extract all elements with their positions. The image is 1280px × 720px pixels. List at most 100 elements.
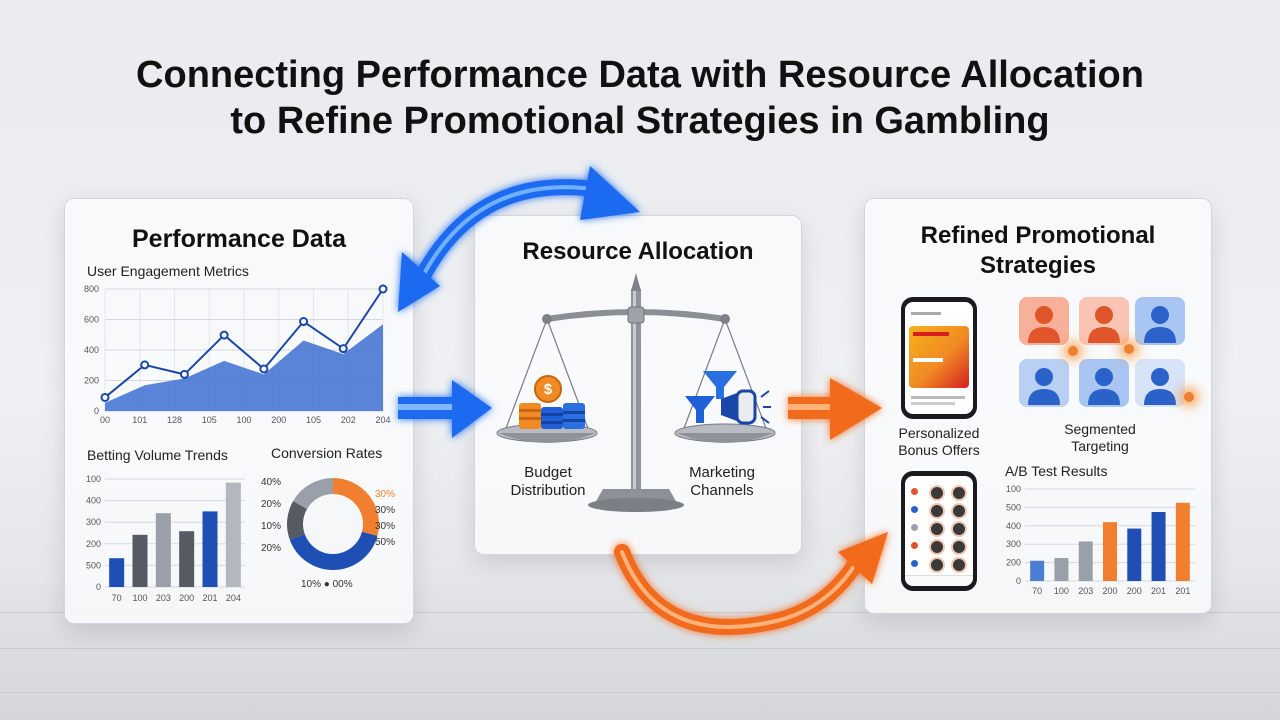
app-avatar-icon (951, 485, 967, 501)
user-body (1144, 327, 1176, 343)
betting-label: Betting Volume Trends (87, 447, 228, 463)
y-tick-label: 0 (94, 406, 99, 416)
conversion-label-right: 30% (375, 505, 396, 516)
user-icon (1144, 368, 1176, 405)
x-tick-label: 203 (156, 593, 171, 603)
refined-heading: Refined Promotional Strategies (920, 222, 1156, 279)
top-curved-arrow (398, 166, 640, 312)
scale-tip (631, 273, 641, 291)
x-tick-label: 105 (202, 415, 217, 425)
svg-text:$: $ (544, 381, 553, 398)
ab-bar (1078, 541, 1093, 581)
user-icon (1088, 306, 1120, 343)
conversion-label-right: 30% (375, 489, 396, 500)
ab-bar (1151, 512, 1166, 581)
user-icon (1144, 306, 1176, 343)
engagement-point (179, 369, 189, 379)
user-icon (1088, 368, 1120, 405)
conversion-donut-chart (287, 478, 379, 570)
user-head (1035, 368, 1053, 386)
app-avatar-icon (929, 503, 945, 519)
title-line-1: Connecting Performance Data with Resourc… (136, 54, 1144, 96)
balance-scale: $ (496, 273, 776, 512)
conversion-bottom-label: 10% ● 00% (301, 579, 353, 590)
betting-bar (132, 534, 148, 587)
engagement-point (378, 284, 388, 294)
betting-bar (155, 513, 171, 587)
app-avatar-icon (951, 503, 967, 519)
x-tick-label: 204 (375, 415, 390, 425)
betting-bar (202, 511, 218, 587)
engagement-label: User Engagement Metrics (87, 263, 249, 279)
engagement-point (338, 344, 348, 354)
user-avatar-tile (1135, 297, 1185, 345)
x-tick-label: 70 (1032, 586, 1042, 596)
user-icon (1028, 368, 1060, 405)
y-tick-label: 300 (86, 517, 101, 527)
engagement-point (140, 360, 150, 370)
funnel-megaphone-icon (685, 371, 771, 425)
user-body (1028, 389, 1060, 405)
conversion-label-right: 50% (375, 537, 396, 548)
x-tick-label: 101 (132, 415, 147, 425)
segmented-user-grid (1019, 297, 1194, 415)
ab-bar (1054, 558, 1069, 581)
allocation-heading: Resource Allocation (522, 238, 754, 265)
betting-bar (109, 558, 125, 587)
user-avatar-tile (1079, 297, 1129, 345)
y-tick-label: 500 (1006, 502, 1021, 512)
x-tick-label: 128 (167, 415, 182, 425)
app-avatar-icon (951, 539, 967, 555)
engagement-point (259, 364, 269, 374)
x-tick-label: 201 (202, 593, 217, 603)
user-head (1151, 368, 1169, 386)
user-avatar-tile (1019, 297, 1069, 345)
connection-glow-dot (1124, 344, 1134, 354)
donut-slice (293, 478, 334, 510)
dollar-coin-icon (534, 375, 562, 403)
bottom-curved-arrow (614, 532, 888, 635)
engagement-point (299, 317, 309, 327)
betting-bar (225, 482, 241, 587)
y-tick-label: 400 (84, 345, 99, 355)
app-list-dot (911, 524, 918, 531)
page-title: Connecting Performance Data with Resourc… (0, 52, 1280, 144)
y-tick-label: 100 (86, 474, 101, 484)
conversion-label-left: 20% (261, 543, 282, 554)
x-tick-label: 200 (179, 593, 194, 603)
connection-glow-dot (1184, 392, 1194, 402)
marketing-label: Marketing Channels (689, 464, 755, 499)
engagement-point (219, 330, 229, 340)
connection-glow-dot (1068, 346, 1078, 356)
app-avatar-icon (951, 557, 967, 573)
ab-bar (1127, 528, 1142, 581)
y-tick-label: 100 (1006, 484, 1021, 494)
ab-bar (1175, 502, 1190, 581)
floor-line (0, 692, 1280, 693)
conversion-label: Conversion Rates (271, 445, 383, 461)
engagement-point (100, 392, 110, 402)
user-head (1095, 306, 1113, 324)
segmented-targeting-label: Segmented Targeting (1064, 421, 1136, 454)
floor-line (0, 648, 1280, 649)
app-avatar-icon (929, 539, 945, 555)
betting-bar (179, 531, 195, 587)
engagement-line (104, 288, 384, 399)
app-list-dot (911, 506, 918, 513)
x-tick-label: 00 (100, 415, 110, 425)
x-tick-label: 100 (132, 593, 147, 603)
donut-slice (332, 478, 379, 536)
x-tick-label: 201 (1151, 586, 1166, 596)
y-tick-label: 200 (1006, 558, 1021, 568)
orange-right-arrow (788, 378, 882, 440)
y-tick-label: 500 (86, 560, 101, 570)
x-tick-label: 200 (1102, 586, 1117, 596)
user-body (1028, 327, 1060, 343)
resource-allocation-panel: Resource Allocation (474, 215, 802, 555)
y-tick-label: 200 (86, 539, 101, 549)
conversion-label-left: 40% (261, 477, 282, 488)
